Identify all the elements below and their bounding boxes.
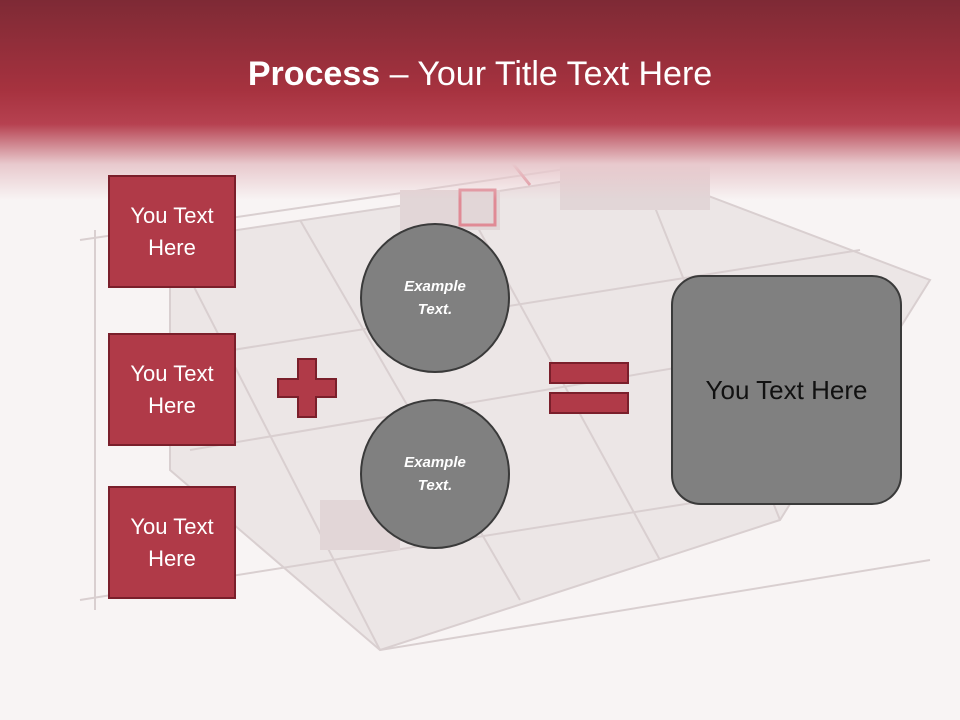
title-bar	[0, 0, 960, 200]
circle-label: Example Text.	[404, 278, 466, 318]
title-strong: Process	[247, 55, 381, 93]
text-box-3[interactable]: You Text Here	[108, 486, 236, 599]
example-circle-1[interactable]: Example Text.	[360, 223, 510, 373]
result-label: You Text Here	[705, 374, 868, 405]
title-separator: –	[380, 55, 418, 93]
title-rest: Your Title Text Here	[417, 55, 713, 93]
plus-icon	[277, 358, 337, 418]
circle-label: Example Text.	[404, 454, 466, 494]
example-circle-2[interactable]: Example Text.	[360, 399, 510, 549]
text-box-1[interactable]: You Text Here	[108, 175, 236, 288]
text-box-label: You Text Here	[130, 360, 214, 418]
page-title: Process – Your Title Text Here	[0, 52, 960, 96]
result-box[interactable]: You Text Here	[671, 275, 902, 505]
equals-icon	[549, 362, 629, 414]
text-box-label: You Text Here	[130, 202, 214, 260]
text-box-label: You Text Here	[130, 513, 214, 571]
text-box-2[interactable]: You Text Here	[108, 333, 236, 446]
